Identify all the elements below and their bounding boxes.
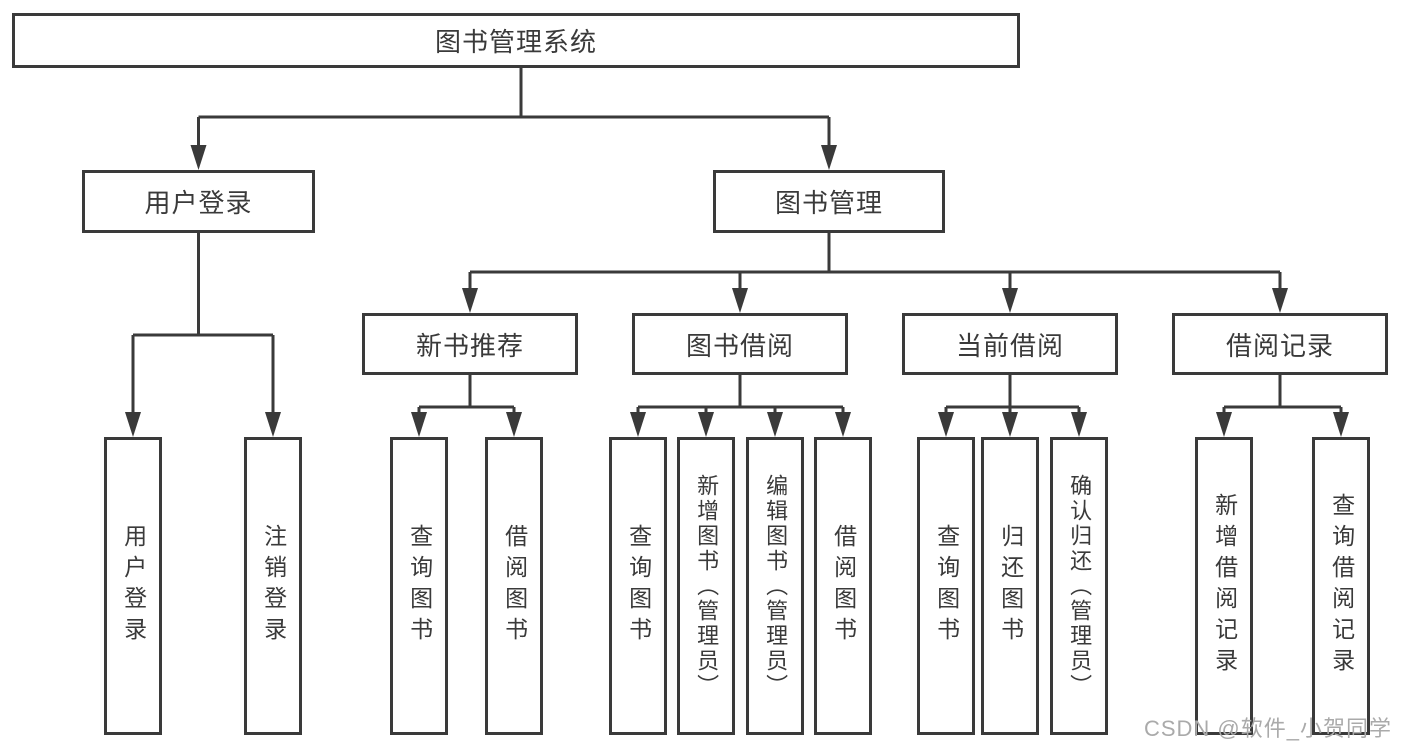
connector-book-management-branch [462, 233, 1288, 313]
arrowhead-down-icon [506, 412, 522, 437]
leaf-logout: 注销登录 [244, 437, 302, 735]
connector-current-borrow-branch [938, 375, 1087, 437]
leaf-query-borrow-record: 查询借阅记录 [1312, 437, 1370, 735]
leaf-query-books-borrow: 查询图书 [609, 437, 667, 735]
node-borrow-records: 借阅记录 [1172, 313, 1388, 375]
node-label: 图书管理系统 [434, 27, 597, 57]
arrowhead-down-icon [1002, 288, 1018, 313]
connector-root-to-level2 [190, 68, 837, 170]
node-new-book-recommend: 新书推荐 [362, 313, 578, 375]
node-label: 图书借阅 [685, 330, 794, 361]
arrowhead-down-icon [125, 412, 141, 437]
arrowhead-down-icon [835, 412, 851, 437]
arrowhead-down-icon [698, 412, 714, 437]
connector-line [1222, 375, 1343, 415]
leaf-label: 新增借阅记录 [1211, 493, 1238, 679]
leaf-user-login: 用户登录 [104, 437, 162, 735]
node-label: 借阅记录 [1225, 330, 1334, 361]
node-label: 当前借阅 [955, 330, 1064, 361]
connector-line [944, 375, 1081, 415]
leaf-label: 查询图书 [933, 524, 960, 648]
leaf-label: 编辑图书（管理员） [763, 473, 789, 699]
leaf-query-books-recommend: 查询图书 [390, 437, 448, 735]
arrowhead-down-icon [767, 412, 783, 437]
arrowhead-down-icon [821, 145, 837, 170]
node-book-management: 图书管理 [713, 170, 945, 233]
node-label: 图书管理 [774, 188, 883, 218]
arrowhead-down-icon [462, 288, 478, 313]
leaf-label: 注销登录 [260, 524, 287, 648]
leaf-label: 查询图书 [625, 524, 652, 648]
connector-line [468, 233, 1282, 290]
arrowhead-down-icon [938, 412, 954, 437]
connector-book-borrow-branch [630, 375, 851, 437]
arrowhead-down-icon [1071, 412, 1087, 437]
arrowhead-down-icon [1216, 412, 1232, 437]
arrowhead-down-icon [1333, 412, 1349, 437]
leaf-add-book-admin: 新增图书（管理员） [677, 437, 735, 735]
connector-line [131, 233, 275, 415]
connector-line [197, 68, 831, 147]
leaf-label: 新增图书（管理员） [694, 473, 720, 699]
node-current-borrow: 当前借阅 [902, 313, 1118, 375]
leaf-label: 确认归还（管理员） [1067, 473, 1093, 699]
node-book-borrow: 图书借阅 [632, 313, 848, 375]
leaf-borrow-books: 借阅图书 [814, 437, 872, 735]
leaf-borrow-books-recommend: 借阅图书 [485, 437, 543, 735]
node-label: 用户登录 [144, 188, 253, 218]
connector-user-login-branch [125, 233, 281, 437]
leaf-confirm-return-admin: 确认归还（管理员） [1050, 437, 1108, 735]
arrowhead-down-icon [265, 412, 281, 437]
arrowhead-down-icon [1272, 288, 1288, 313]
leaf-label: 查询借阅记录 [1328, 493, 1355, 679]
leaf-edit-book-admin: 编辑图书（管理员） [746, 437, 804, 735]
arrowhead-down-icon [732, 288, 748, 313]
leaf-label: 借阅图书 [830, 524, 857, 648]
leaf-label: 归还图书 [997, 524, 1024, 648]
node-root-system: 图书管理系统 [12, 13, 1020, 68]
leaf-label: 查询图书 [406, 524, 433, 648]
connector-line [417, 375, 516, 415]
arrowhead-down-icon [1002, 412, 1018, 437]
connector-new-book-branch [411, 375, 522, 437]
leaf-label: 借阅图书 [501, 524, 528, 648]
leaf-query-books-current: 查询图书 [917, 437, 975, 735]
arrowhead-down-icon [411, 412, 427, 437]
node-label: 新书推荐 [415, 330, 524, 361]
node-user-login: 用户登录 [82, 170, 315, 233]
connector-borrow-records-branch [1216, 375, 1349, 437]
connector-line [636, 375, 845, 415]
arrowhead-down-icon [630, 412, 646, 437]
leaf-label: 用户登录 [120, 524, 147, 648]
arrowhead-down-icon [190, 145, 207, 170]
leaf-return-books: 归还图书 [981, 437, 1039, 735]
leaf-add-borrow-record: 新增借阅记录 [1195, 437, 1253, 735]
